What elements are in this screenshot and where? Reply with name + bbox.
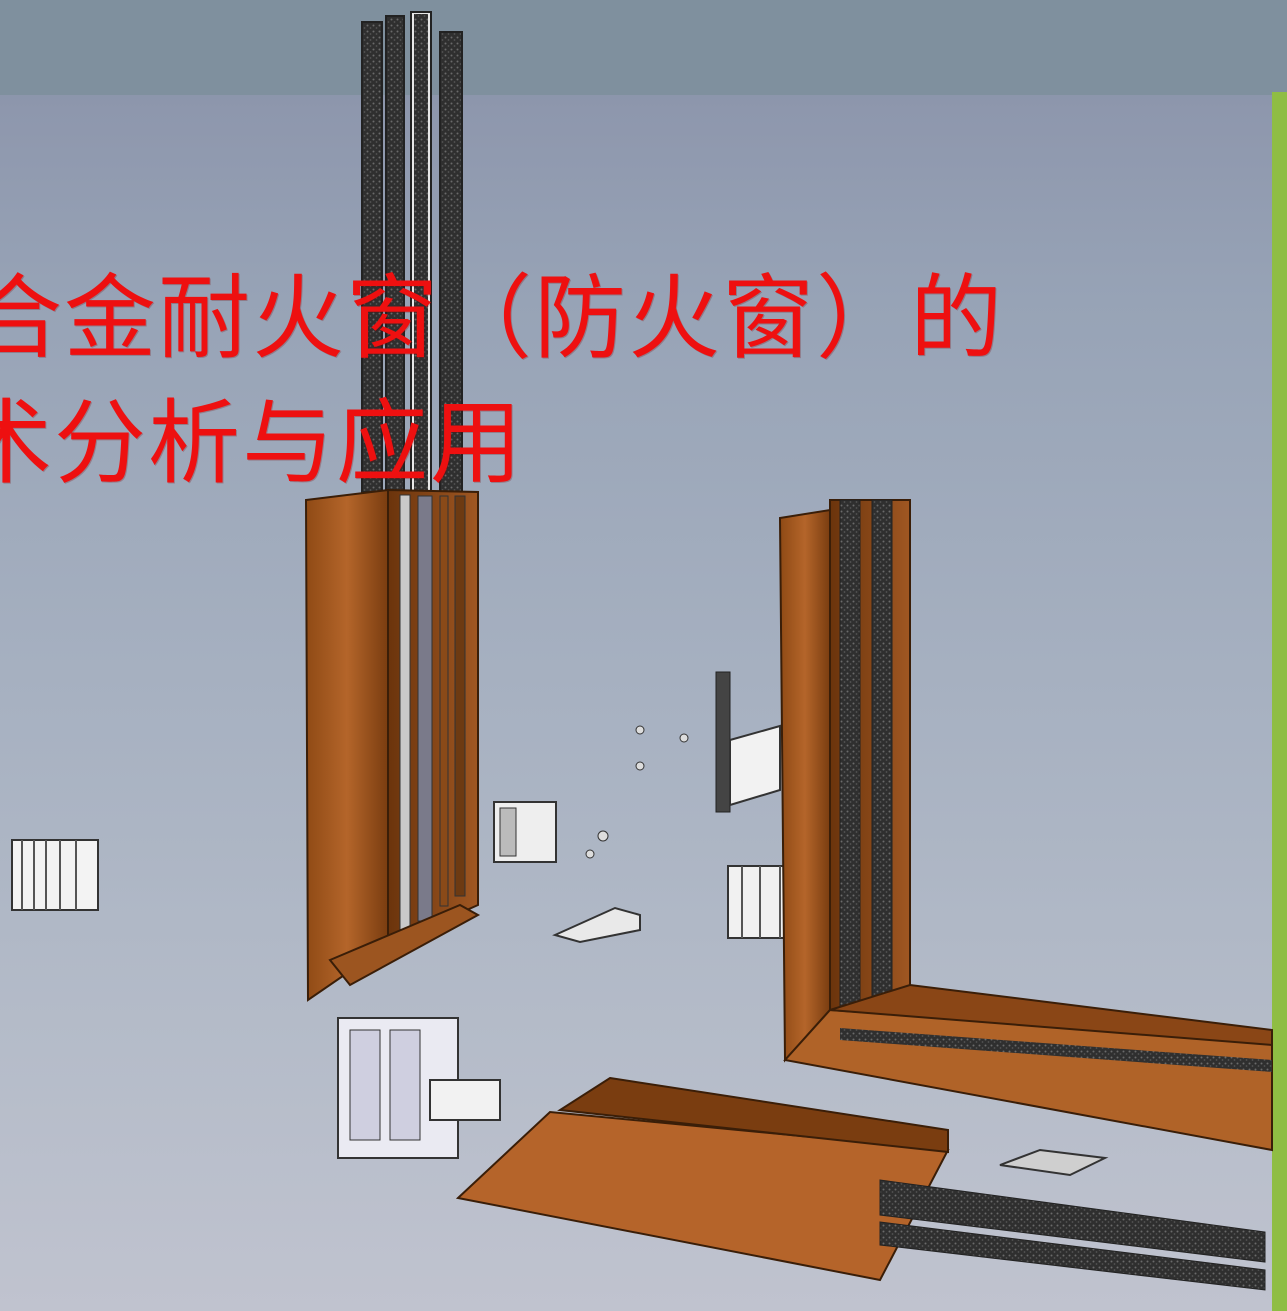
left-frame-profile — [304, 488, 481, 1002]
right-corner-frame — [778, 499, 1273, 1152]
hinge-and-fittings — [493, 671, 799, 944]
header-band — [0, 0, 1287, 95]
title-line-2: 术分析与应用 — [0, 390, 525, 497]
small-extrusion-left — [11, 839, 99, 911]
accent-sidebar — [1272, 92, 1287, 1311]
title-line-1: 合金耐火窗（防火窗）的 — [0, 265, 1005, 372]
bottom-frame-profile — [455, 1076, 1266, 1291]
corner-bracket — [337, 1017, 501, 1159]
